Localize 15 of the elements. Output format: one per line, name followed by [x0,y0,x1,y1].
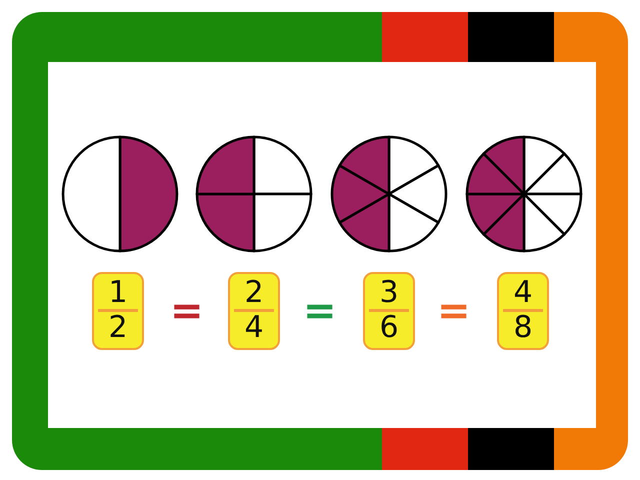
numerator: 1 [108,277,128,309]
fraction-card [228,272,280,350]
denominator: 2 [108,312,128,344]
equals-sign: = [170,291,200,331]
numerator: 3 [379,277,399,309]
denominator: 4 [244,312,264,344]
denominator: 6 [379,312,399,344]
denominator: 8 [513,312,533,344]
numerator: 4 [513,277,533,309]
fraction-card [363,272,415,350]
fraction-card [92,272,144,350]
equals-sign: = [437,291,467,331]
equals-sign: = [303,291,333,331]
fraction-card [497,272,549,350]
numerator: 2 [244,277,264,309]
